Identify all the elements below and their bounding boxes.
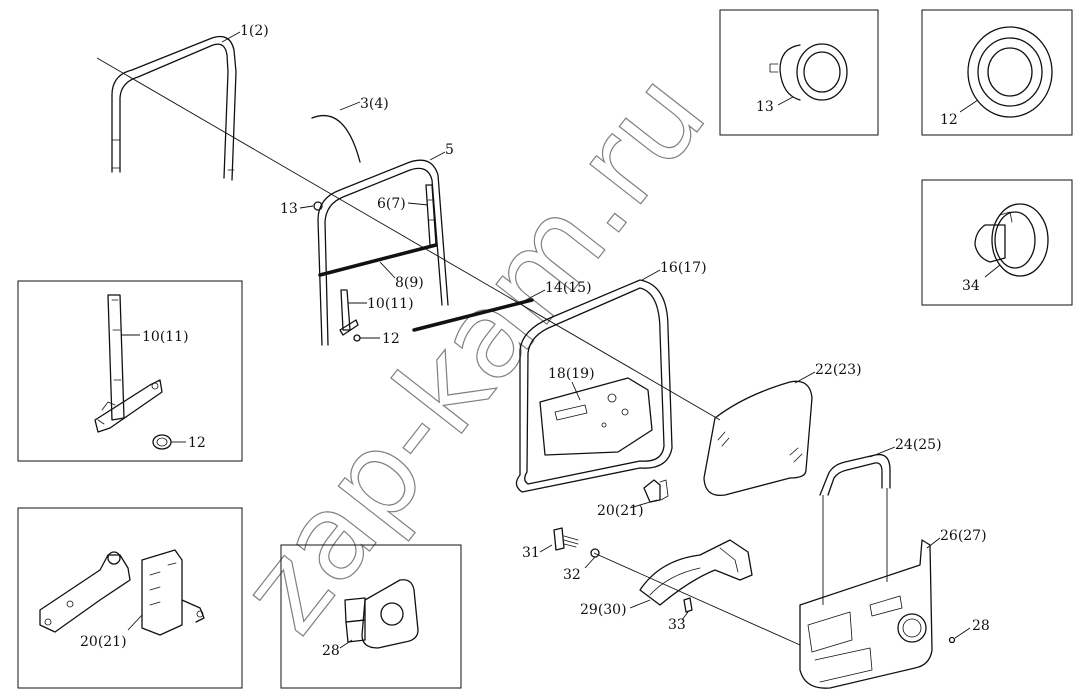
callout-14-15: 14(15) — [545, 280, 592, 296]
callout-8-9: 8(9) — [395, 275, 424, 291]
part-outer-belt-strip — [412, 298, 534, 332]
callout-3-4: 3(4) — [360, 96, 389, 112]
inset-10-11-frame — [17, 280, 243, 462]
callout-13-a: 13 — [280, 201, 298, 217]
alignment-line — [96, 57, 721, 421]
callout-32: 32 — [563, 567, 581, 583]
part-bolt-31 — [553, 527, 579, 551]
inset-10-11-part — [94, 294, 163, 433]
callout-12-inset-b: 12 — [188, 435, 206, 451]
part-belt-molding — [318, 243, 438, 277]
callout-10-11-inset: 10(11) — [142, 329, 189, 345]
callout-16-17: 16(17) — [660, 260, 707, 276]
part-glass-run — [317, 159, 449, 346]
watermark-text: zap-kam.ru — [213, 47, 732, 657]
inset-20-21-frame — [17, 507, 243, 689]
inset-grommet-12 — [152, 434, 172, 450]
inset-28-frame — [280, 544, 462, 689]
callout-28-inset: 28 — [322, 643, 340, 659]
callout-12-a: 12 — [382, 331, 400, 347]
part-door-trim — [799, 539, 933, 689]
inset-20-21-part — [39, 549, 205, 636]
inset-12-frame — [921, 9, 1073, 136]
part-screw-28 — [948, 636, 956, 644]
callout-28-a: 28 — [972, 618, 990, 634]
callout-26-27: 26(27) — [940, 528, 987, 544]
callout-13-inset: 13 — [756, 99, 774, 115]
callout-6-7: 6(7) — [377, 196, 406, 212]
callout-33: 33 — [668, 617, 686, 633]
callout-29-30: 29(30) — [580, 602, 627, 618]
part-window-channel — [111, 35, 237, 181]
part-rear-channel — [425, 184, 437, 246]
part-regulator-channel — [339, 289, 359, 336]
inset-28-part — [344, 579, 419, 649]
part-grommet-12 — [353, 334, 361, 342]
callout-24-25: 24(25) — [895, 437, 942, 453]
callout-20-21-inset: 20(21) — [80, 634, 127, 650]
inset-34-part — [974, 203, 1049, 277]
callout-34-inset: 34 — [962, 278, 980, 294]
inset-13-frame — [719, 9, 879, 136]
callout-18-19: 18(19) — [548, 366, 595, 382]
callout-31: 31 — [522, 545, 540, 561]
callout-22-23: 22(23) — [815, 362, 862, 378]
part-hinge-small — [643, 479, 669, 503]
part-clip-33 — [683, 597, 693, 613]
callout-12-inset: 12 — [940, 112, 958, 128]
part-pull-handle — [819, 453, 891, 496]
inset-12-part — [967, 26, 1053, 118]
callout-10-11-a: 10(11) — [367, 296, 414, 312]
callout-5: 5 — [445, 142, 454, 158]
part-inner-panel — [539, 377, 653, 456]
part-door-glass — [703, 380, 813, 497]
inset-13-part — [769, 43, 848, 101]
callout-1-2: 1(2) — [240, 23, 269, 39]
part-clip-13 — [313, 201, 323, 211]
inset-34-frame — [921, 179, 1073, 306]
part-armrest-bracket — [639, 539, 753, 606]
callout-20-21-a: 20(21) — [597, 503, 644, 519]
part-door-seal — [515, 279, 673, 493]
part-weatherstrip — [311, 114, 361, 163]
